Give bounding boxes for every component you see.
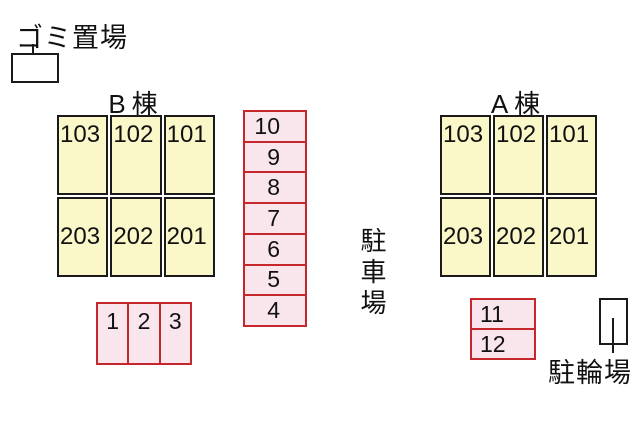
parking-space-1: 1 xyxy=(98,304,130,363)
room-cell-b-202: 202 xyxy=(110,197,162,277)
building-b-title: B棟 xyxy=(108,89,164,119)
room-cell-b-101: 101 xyxy=(163,115,215,195)
room-cell-a-102: 102 xyxy=(493,115,544,195)
parking-space-number: 9 xyxy=(267,143,280,170)
parking-space-8: 8 xyxy=(245,173,305,205)
parking-space-3: 3 xyxy=(168,308,182,334)
trash-area-label: ゴミ置場 xyxy=(16,23,128,53)
room-cell-b-102: 102 xyxy=(110,115,162,195)
building-a-title: A棟 xyxy=(490,89,547,119)
trash-area-box xyxy=(11,53,59,83)
parking-row: 1 2 3 xyxy=(96,302,192,365)
parking-space-4: 4 xyxy=(245,296,305,325)
parking-space-12: 12 xyxy=(480,330,506,357)
room-cell-b-103: 103 xyxy=(57,115,109,195)
parking-space-number: 8 xyxy=(267,174,280,201)
building-a-grid: 103 102 101 203 202 201 xyxy=(440,115,597,277)
room-cell-a-201: 201 xyxy=(546,197,597,277)
parking-space-number: 7 xyxy=(267,205,280,232)
parking-space-number: 6 xyxy=(267,235,280,262)
parking-space-11: 11 xyxy=(472,300,534,330)
bicycle-leader-line xyxy=(612,318,614,353)
room-cell-a-202: 202 xyxy=(493,197,544,277)
parking-space-5: 5 xyxy=(245,266,305,297)
parking-space-number: 10 xyxy=(254,112,280,139)
parking-space-2: 2 xyxy=(129,304,161,363)
parking-space-7: 7 xyxy=(245,204,305,235)
room-cell-a-203: 203 xyxy=(440,197,491,277)
parking-pair: 11 12 xyxy=(470,298,536,360)
parking-space-6: 6 xyxy=(245,235,305,266)
parking-space-number: 4 xyxy=(267,297,280,324)
room-cell-a-101: 101 xyxy=(546,115,597,195)
parking-column: 10 9 8 7 6 5 4 xyxy=(243,110,307,327)
building-b-grid: 103 102 101 203 202 201 xyxy=(57,115,215,277)
room-cell-b-203: 203 xyxy=(57,197,109,277)
parking-space-number: 5 xyxy=(267,266,280,293)
room-cell-a-103: 103 xyxy=(440,115,491,195)
parking-space-9: 9 xyxy=(245,143,305,174)
bicycle-area-label: 駐輪場 xyxy=(548,358,632,388)
parking-space-10: 10 xyxy=(245,112,305,143)
parking-lot-label: 駐車場 xyxy=(357,227,387,320)
room-cell-b-201: 201 xyxy=(163,197,215,277)
